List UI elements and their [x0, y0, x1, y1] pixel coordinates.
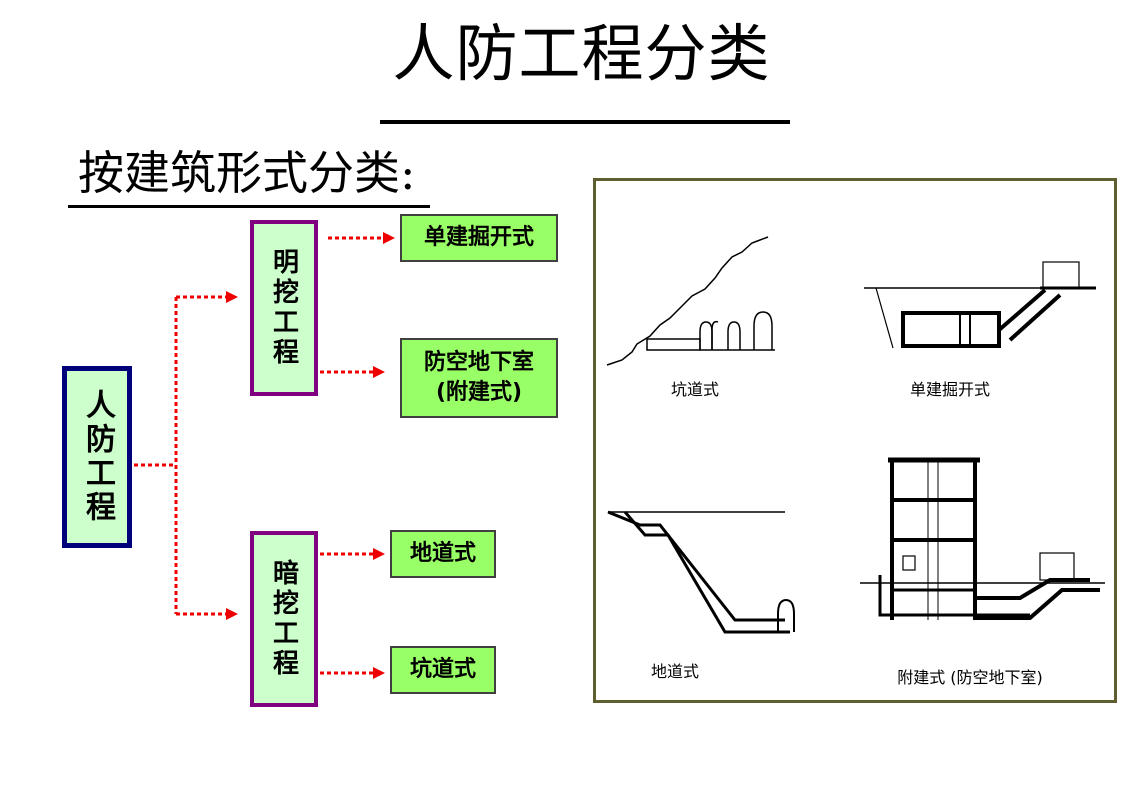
- arrowhead-dark: [226, 608, 238, 620]
- leaf-gallery-label: 坑道式: [409, 657, 476, 682]
- subtitle-underline: [68, 205, 430, 208]
- attached-caption: 附建式 (防空地下室): [897, 668, 1043, 687]
- arrowhead-open: [226, 291, 238, 303]
- title-underline: [380, 120, 790, 124]
- open-cut-node: 明挖工程: [250, 220, 318, 396]
- leaf-air-raid-basement: 防空地下室 (附建式): [400, 338, 558, 418]
- single-excavation-caption: 单建掘开式: [909, 380, 990, 399]
- leaf-attached-line1: 防空地下室: [423, 350, 534, 375]
- section-subtitle: 按建筑形式分类:: [78, 146, 416, 200]
- single-excavation-drawing: [864, 261, 1096, 349]
- gallery-caption: 坑道式: [670, 380, 719, 399]
- root-node: 人防工程: [62, 366, 132, 548]
- arrowhead-attached: [373, 366, 385, 378]
- leaf-attached-line2: (附建式): [435, 380, 523, 405]
- leaf-tunnel: 地道式: [390, 530, 496, 578]
- tunnel-type-drawing: [607, 510, 795, 634]
- arrowhead-gallery: [373, 667, 385, 679]
- open-cut-label: 明挖工程: [268, 248, 299, 368]
- dark-cut-label: 暗挖工程: [268, 559, 299, 679]
- leaf-single-label: 单建掘开式: [423, 225, 534, 250]
- attached-type-drawing: [860, 457, 1105, 620]
- arrowhead-single: [383, 232, 395, 244]
- leaf-single-excavation: 单建掘开式: [400, 214, 558, 262]
- page-title: 人防工程分类: [392, 17, 771, 90]
- tunnel-caption: 地道式: [650, 662, 699, 681]
- tree-connectors: [134, 232, 395, 679]
- gallery-type-drawing: [606, 236, 775, 366]
- dark-cut-node: 暗挖工程: [250, 531, 318, 707]
- arrowhead-tunnel: [373, 548, 385, 560]
- leaf-tunnel-label: 地道式: [409, 541, 476, 566]
- leaf-gallery: 坑道式: [390, 646, 496, 694]
- root-node-label: 人防工程: [80, 389, 115, 525]
